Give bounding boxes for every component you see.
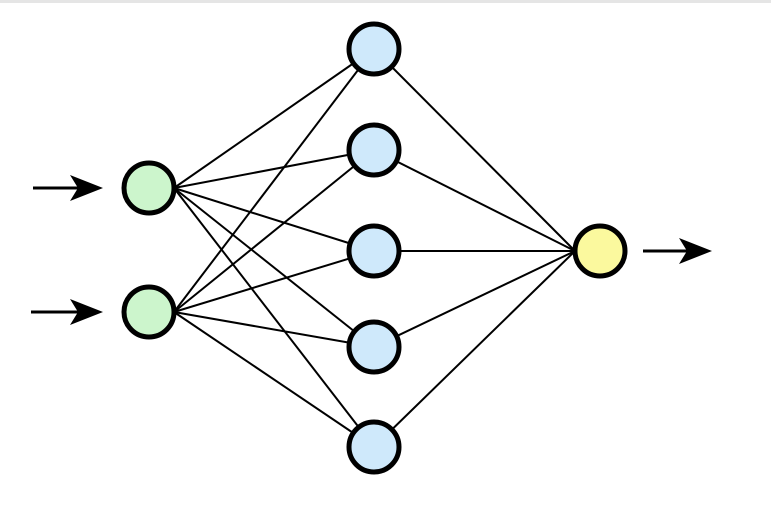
- edge-input-2-to-hidden-4: [173, 311, 375, 348]
- input-arrow-1-head-icon: [70, 175, 103, 201]
- edge-input-2-to-hidden-3: [173, 250, 375, 313]
- edge-hidden-5-to-output-1: [373, 250, 576, 448]
- top-border-bar: [0, 0, 771, 3]
- node-hidden-1: [346, 21, 402, 77]
- edge-input-1-to-hidden-1: [173, 48, 375, 189]
- edge-input-1-to-hidden-2: [173, 149, 375, 189]
- node-hidden-2: [346, 122, 402, 178]
- edge-hidden-2-to-output-1: [373, 149, 576, 252]
- node-input-1: [121, 160, 177, 216]
- node-hidden-4: [346, 319, 402, 375]
- node-hidden-5: [346, 419, 402, 475]
- edge-input-2-to-hidden-5: [173, 311, 375, 448]
- edge-input-1-to-hidden-5: [173, 187, 375, 448]
- edge-input-2-to-hidden-1: [173, 48, 375, 313]
- node-output-1: [572, 223, 628, 279]
- edge-input-1-to-hidden-3: [173, 187, 375, 252]
- input-arrow-2-head-icon: [70, 299, 103, 325]
- output-arrow-head-icon: [679, 238, 712, 264]
- node-input-2: [121, 284, 177, 340]
- edge-hidden-4-to-output-1: [373, 250, 576, 348]
- edge-hidden-1-to-output-1: [373, 48, 576, 252]
- edge-input-2-to-hidden-2: [173, 149, 375, 313]
- edge-input-1-to-hidden-4: [173, 187, 375, 348]
- node-hidden-3: [346, 223, 402, 279]
